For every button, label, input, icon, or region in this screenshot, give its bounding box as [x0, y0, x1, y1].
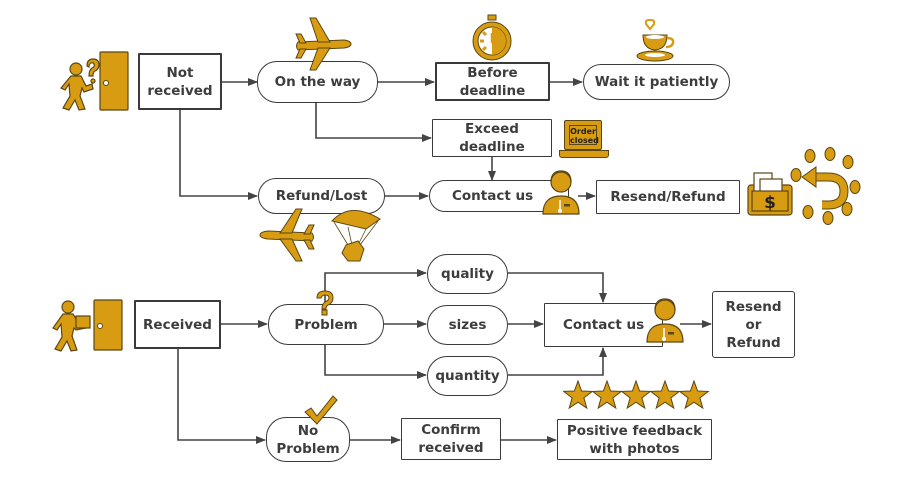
- star-icon: [620, 379, 652, 410]
- resend-or-refund-label: Resend or Refund: [725, 298, 782, 351]
- resend-refund-label: Resend/Refund: [610, 189, 726, 205]
- before-deadline-label: Before deadline: [459, 64, 526, 99]
- not-received-node: Not received: [138, 53, 222, 110]
- arrow-problem-quality: [324, 269, 427, 304]
- arrow-received-noproblem: [177, 349, 266, 444]
- positive-feedback-label: Positive feedback with photos: [566, 422, 703, 457]
- star-icon: [649, 379, 681, 410]
- arrow-quality-contact: [508, 272, 607, 303]
- confirm-received-node: Confirm received: [401, 418, 501, 460]
- star-icon: [563, 379, 594, 410]
- quality-node: quality: [427, 254, 508, 294]
- resend-or-refund-node: Resend or Refund: [712, 291, 795, 358]
- quantity-node: quantity: [427, 356, 508, 396]
- no-problem-node: No Problem: [266, 417, 350, 462]
- small-airplane-icon: [259, 208, 315, 262]
- no-problem-label: No Problem: [276, 422, 340, 457]
- refund-lost-node: Refund/Lost: [258, 178, 385, 214]
- laptop-base: [559, 150, 609, 158]
- quantity-label: quantity: [435, 368, 500, 384]
- arrow-problem-quantity: [324, 345, 427, 379]
- customer-service-agent-icon: [542, 170, 580, 215]
- coffee-cup-icon: [636, 18, 675, 62]
- arrow-notreceived-refundlost: [179, 110, 258, 200]
- airplane-icon: [295, 17, 352, 71]
- contact-us-label-bottom: Contact us: [563, 317, 645, 333]
- contact-us-label-top: Contact us: [452, 188, 534, 204]
- star-icon: [678, 379, 710, 410]
- question-mark-icon: [316, 290, 334, 316]
- not-received-label: Not received: [147, 64, 213, 99]
- positive-feedback-node: Positive feedback with photos: [557, 419, 712, 460]
- laptop-order-closed-icon: Order closed: [559, 120, 609, 160]
- arrow-ontheway-exceed: [315, 103, 432, 142]
- person-delivering-package-icon: [52, 299, 123, 352]
- laptop-screen: Order closed: [564, 120, 602, 150]
- person-at-door-question-icon: [60, 51, 129, 111]
- confirm-received-label: Confirm received: [418, 422, 484, 456]
- received-node: Received: [134, 300, 221, 349]
- contact-us-node-bottom: Contact us: [544, 303, 663, 347]
- arrow-quantity-contact: [508, 347, 607, 376]
- sizes-label: sizes: [448, 317, 487, 333]
- before-deadline-node: Before deadline: [435, 62, 550, 101]
- wallet-dollar-icon: $: [747, 172, 793, 216]
- dollar-sign: $: [764, 193, 776, 213]
- problem-label: Problem: [294, 316, 358, 333]
- five-star-rating: [563, 379, 710, 410]
- parachute-package-icon: [331, 210, 381, 262]
- checkmark-icon: [304, 395, 338, 425]
- sizes-node: sizes: [427, 305, 508, 345]
- exceed-deadline-label: Exceed deadline: [459, 121, 525, 155]
- on-the-way-label: On the way: [274, 74, 361, 90]
- refund-lost-label: Refund/Lost: [275, 188, 368, 204]
- wait-patiently-node: Wait it patiently: [583, 64, 730, 100]
- star-icon: [591, 379, 623, 410]
- quality-label: quality: [441, 266, 494, 282]
- customer-service-agent-icon-bottom: [646, 298, 684, 343]
- wait-patiently-label: Wait it patiently: [594, 74, 719, 90]
- stopwatch-icon: [472, 14, 512, 61]
- refund-coins-return-icon: [790, 147, 861, 225]
- resend-refund-node: Resend/Refund: [596, 180, 740, 214]
- laptop-screen-text: Order closed: [569, 125, 599, 145]
- received-label: Received: [143, 316, 212, 333]
- exceed-deadline-node: Exceed deadline: [432, 119, 552, 157]
